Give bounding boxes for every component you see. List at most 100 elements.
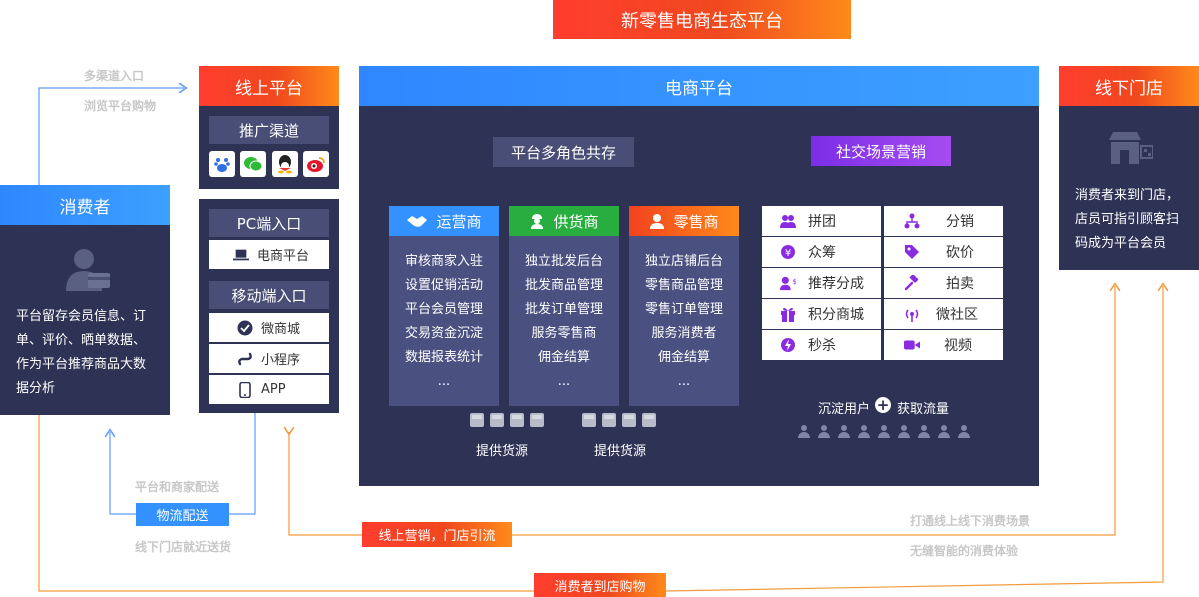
supply-boxes-right <box>582 413 662 427</box>
mobile-item-label: 微商城 <box>261 322 301 337</box>
social-item-label: 众筹 <box>808 245 836 261</box>
consumer-panel: 平台留存会员信息、订单、评价、晒单数据、作为平台推荐商品大数据分析 <box>0 225 170 415</box>
social-item-points-mall[interactable]: 积分商城 <box>762 299 881 329</box>
operator-item: ... <box>437 374 451 389</box>
user-icon <box>878 425 890 439</box>
mobile-item-label: 小程序 <box>261 353 301 368</box>
supply-boxes-left <box>470 413 550 427</box>
retailer-title: 零售商 <box>673 212 719 231</box>
person-icon <box>649 213 665 229</box>
social-item-label: 微社区 <box>936 307 978 323</box>
qq-icon[interactable] <box>271 151 298 177</box>
social-item-groupbuy[interactable]: 拼团 <box>762 206 881 236</box>
supplier-item: ... <box>557 374 571 389</box>
page-title: 新零售电商生态平台 <box>553 0 851 39</box>
social-item-label: 拍卖 <box>946 276 974 292</box>
mobile-item-label: APP <box>261 382 286 397</box>
broadcast-icon <box>904 306 920 322</box>
social-item-flash-sale[interactable]: 秒杀 <box>762 330 881 360</box>
box-icon <box>530 413 544 427</box>
social-item-auction[interactable]: 拍卖 <box>884 268 1003 298</box>
pc-ecommerce-label: 电商平台 <box>257 249 310 264</box>
consumer-card-icon <box>64 247 112 297</box>
supplier-item: 独立批发后台 <box>524 254 603 269</box>
social-item-label: 分销 <box>946 214 974 230</box>
consumer-header: 消费者 <box>0 185 170 225</box>
online-offline-label: 打通线上线下消费场景 <box>910 514 1031 528</box>
tag-icon <box>904 244 920 260</box>
box-icon <box>602 413 616 427</box>
offline-store-header: 线下门店 <box>1059 66 1199 106</box>
retailer-item: 佣金结算 <box>657 350 710 365</box>
mobile-item-app[interactable]: APP <box>209 375 329 404</box>
roles-label: 平台多角色共存 <box>493 137 634 167</box>
video-icon <box>904 337 920 353</box>
social-item-label: 推荐分成 <box>808 276 864 292</box>
worker-icon <box>529 213 545 229</box>
svg-text:$: $ <box>792 277 796 286</box>
ecommerce-header: 电商平台 <box>359 66 1039 106</box>
online-marketing-badge: 线上营销，门店引流 <box>362 522 512 547</box>
retailer-item: 独立店铺后台 <box>644 254 723 269</box>
supplier-column: 独立批发后台 批发商品管理 批发订单管理 服务零售商 佣金结算 ... <box>509 236 619 406</box>
retailer-header: 零售商 <box>629 206 739 236</box>
supplier-item: 批发商品管理 <box>524 278 603 293</box>
check-circle-icon <box>237 320 253 336</box>
social-item-bargain[interactable]: 砍价 <box>884 237 1003 267</box>
operator-title: 运营商 <box>436 212 482 231</box>
retailer-item: 零售订单管理 <box>644 302 723 317</box>
mobile-item-wmall[interactable]: 微商城 <box>209 313 329 342</box>
social-item-video[interactable]: 视频 <box>884 330 1003 360</box>
consumer-description: 平台留存会员信息、订单、评价、晒单数据、作为平台推荐商品大数据分析 <box>16 309 147 396</box>
supplier-item: 批发订单管理 <box>524 302 603 317</box>
gain-traffic-label: 获取流量 <box>897 402 950 417</box>
promo-channel-label: 推广渠道 <box>209 116 329 144</box>
handshake-icon <box>406 214 428 228</box>
store-qr-icon <box>1107 130 1154 170</box>
online-platform-panel: 推广渠道 <box>199 106 339 189</box>
social-item-referral[interactable]: $ 推荐分成 <box>762 268 881 298</box>
laptop-icon <box>233 247 249 263</box>
operator-item: 设置促销活动 <box>404 278 483 293</box>
user-icon <box>818 425 830 439</box>
box-icon <box>642 413 656 427</box>
social-item-label: 积分商城 <box>808 307 864 323</box>
network-icon <box>904 213 920 229</box>
weibo-icon[interactable] <box>302 151 329 177</box>
operator-item: 平台会员管理 <box>404 302 483 317</box>
group-icon <box>780 213 796 229</box>
social-item-label: 拼团 <box>808 214 836 230</box>
social-item-distribution[interactable]: 分销 <box>884 206 1003 236</box>
pc-ecommerce-item[interactable]: 电商平台 <box>209 240 329 269</box>
social-marketing-label: 社交场景营销 <box>811 136 951 166</box>
flash-icon <box>780 337 796 353</box>
retailer-item: 服务消费者 <box>651 326 717 341</box>
box-icon <box>582 413 596 427</box>
social-item-community[interactable]: 微社区 <box>884 299 1003 329</box>
retain-users-label: 沉淀用户 <box>818 402 871 417</box>
users-row <box>798 425 978 439</box>
promo-icons <box>209 151 329 179</box>
operator-item: 审核商家入驻 <box>404 254 483 269</box>
user-icon <box>958 425 970 439</box>
plus-icon: + <box>875 396 891 414</box>
operator-item: 数据报表统计 <box>404 350 483 365</box>
box-icon <box>510 413 524 427</box>
phone-icon <box>237 381 253 398</box>
social-item-label: 视频 <box>944 338 972 354</box>
mobile-item-miniprogram[interactable]: 小程序 <box>209 344 329 373</box>
baidu-icon[interactable] <box>209 151 235 177</box>
offline-store-panel: 消费者来到门店，店员可指引顾客扫码成为平台会员 <box>1059 106 1199 270</box>
social-item-label: 砍价 <box>946 245 974 261</box>
supplier-item: 服务零售商 <box>531 326 597 341</box>
supplier-header: 供货商 <box>509 206 619 236</box>
operator-column: 审核商家入驻 设置促销活动 平台会员管理 交易资金沉淀 数据报表统计 ... <box>389 236 499 406</box>
supply-label-right: 提供货源 <box>594 444 647 459</box>
wechat-icon[interactable] <box>240 151 267 177</box>
social-item-crowdfund[interactable]: ¥ 众筹 <box>762 237 881 267</box>
user-icon <box>838 425 850 439</box>
operator-header: 运营商 <box>389 206 499 236</box>
box-icon <box>622 413 636 427</box>
seamless-experience-label: 无缝智能的消费体验 <box>910 544 1019 558</box>
user-icon <box>798 425 810 439</box>
